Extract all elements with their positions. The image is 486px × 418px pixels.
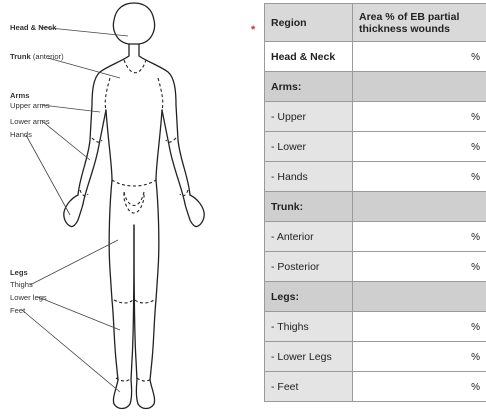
percent-unit: % <box>471 262 480 273</box>
percent-unit: % <box>471 142 480 153</box>
area-percent-input[interactable]: % <box>353 312 486 342</box>
region-label: - Posterior <box>265 252 353 282</box>
region-label: - Feet <box>265 372 353 402</box>
area-percent-input[interactable]: % <box>353 162 486 192</box>
area-percent-input[interactable]: % <box>353 342 486 372</box>
human-body-outline-icon <box>0 0 256 418</box>
label-trunk-main: Trunk <box>10 52 31 61</box>
table-section-row: Arms: <box>265 72 486 102</box>
region-label: Legs: <box>265 282 353 312</box>
area-percent-input[interactable]: % <box>353 42 486 72</box>
region-label: Trunk: <box>265 192 353 222</box>
required-marker: * <box>251 24 255 36</box>
label-head-neck: Head & Neck <box>10 23 56 32</box>
header-area: Area % of EB partial thickness wounds <box>353 4 486 42</box>
table-section-row: Trunk: <box>265 192 486 222</box>
header-region: Region <box>265 4 353 42</box>
table-row: - Feet% <box>265 372 486 402</box>
percent-unit: % <box>471 112 480 123</box>
region-label: Arms: <box>265 72 353 102</box>
table-row: - Thighs% <box>265 312 486 342</box>
section-filler-cell <box>353 192 486 222</box>
section-filler-cell <box>353 72 486 102</box>
region-label: Head & Neck <box>265 42 353 72</box>
label-upper-arms: Upper arms <box>10 101 50 110</box>
label-arms: Arms <box>10 91 29 100</box>
region-label: - Upper <box>265 102 353 132</box>
table-row: - Lower Legs% <box>265 342 486 372</box>
area-percent-input[interactable]: % <box>353 222 486 252</box>
label-lower-arms: Lower arms <box>10 117 50 126</box>
region-label: - Hands <box>265 162 353 192</box>
region-label: - Lower Legs <box>265 342 353 372</box>
label-lower-legs: Lower legs <box>10 293 47 302</box>
table-header-row: Region Area % of EB partial thickness wo… <box>265 4 486 42</box>
table-row: - Hands% <box>265 162 486 192</box>
label-hands: Hands <box>10 130 32 139</box>
wound-area-table: Region Area % of EB partial thickness wo… <box>264 3 486 402</box>
percent-unit: % <box>471 52 480 63</box>
label-trunk-sub: (anterior) <box>33 52 64 61</box>
table-row: Head & Neck% <box>265 42 486 72</box>
label-trunk: Trunk (anterior) <box>10 52 64 61</box>
table-section-row: Legs: <box>265 282 486 312</box>
region-label: - Thighs <box>265 312 353 342</box>
label-thighs: Thighs <box>10 280 33 289</box>
area-percent-input[interactable]: % <box>353 132 486 162</box>
table-row: - Upper% <box>265 102 486 132</box>
area-percent-input[interactable]: % <box>353 252 486 282</box>
region-label: - Lower <box>265 132 353 162</box>
table-row: - Lower% <box>265 132 486 162</box>
region-label: - Anterior <box>265 222 353 252</box>
section-filler-cell <box>353 282 486 312</box>
table-row: - Posterior% <box>265 252 486 282</box>
table-row: - Anterior% <box>265 222 486 252</box>
area-percent-input[interactable]: % <box>353 372 486 402</box>
label-feet: Feet <box>10 306 25 315</box>
percent-unit: % <box>471 352 480 363</box>
percent-unit: % <box>471 232 480 243</box>
label-legs: Legs <box>10 268 28 277</box>
body-diagram: Head & Neck Trunk (anterior) Arms Upper … <box>0 0 256 418</box>
area-percent-input[interactable]: % <box>353 102 486 132</box>
percent-unit: % <box>471 172 480 183</box>
percent-unit: % <box>471 322 480 333</box>
percent-unit: % <box>471 382 480 393</box>
